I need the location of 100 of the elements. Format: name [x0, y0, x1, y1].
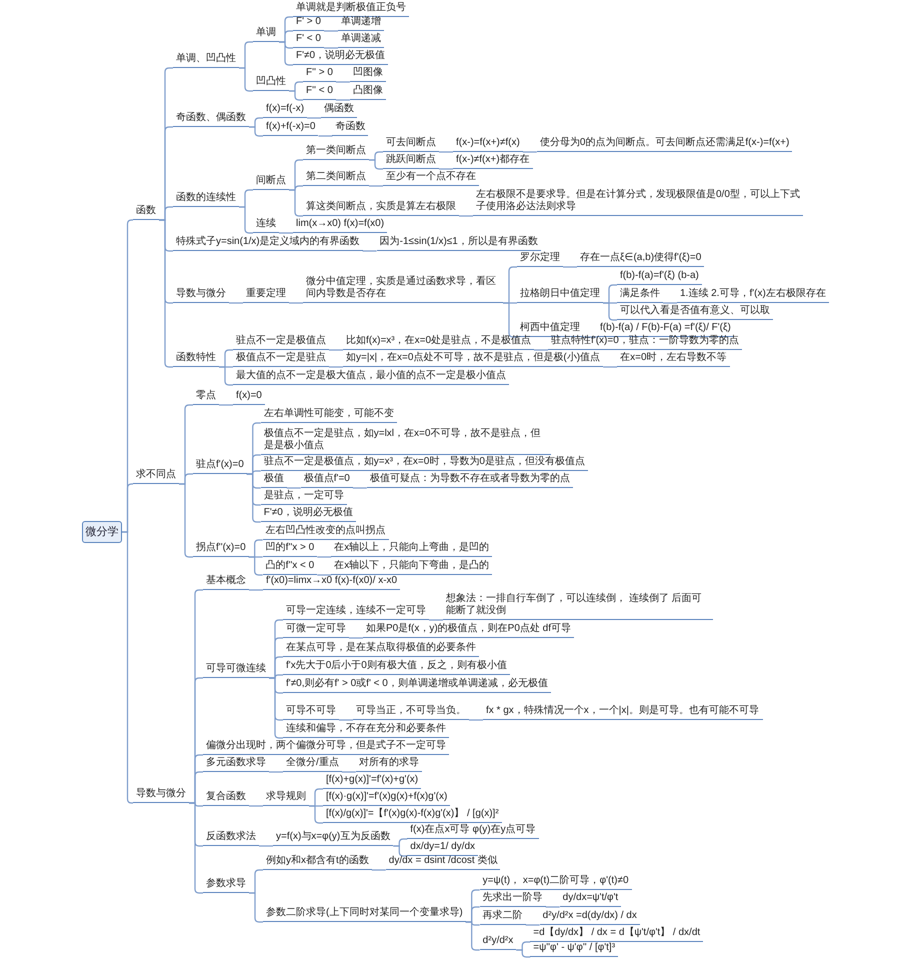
branch-connector [318, 135, 332, 137]
topic-label: 拉格朗日中值定理 [517, 288, 603, 303]
branch-connector [307, 117, 322, 119]
branch-connector [248, 556, 263, 576]
root-topic-box: 微分学 [82, 521, 122, 543]
topic-label: [f(x)·g(x)]'=f'(x)g(x)+f(x)g'(x) [323, 791, 450, 806]
branch-connector [583, 336, 597, 338]
branch-connector [249, 126, 263, 137]
topic-label: 单调递减 [338, 33, 384, 48]
topic-label: 奇函数 [332, 121, 368, 136]
topic-label: 存在一点ξ∈(a,b)使得f'(ξ)=0 [577, 252, 704, 267]
branch-connector [546, 906, 560, 908]
branch-connector [429, 619, 443, 621]
topic-label: 凸的f''x < 0 [262, 560, 318, 575]
topic-label: 单调就是判断极值正负号 [293, 2, 409, 17]
topic-label: fx * gx，特殊情况一个x，一个|x|。则是可导。也有可能不可导 [483, 705, 763, 720]
topic-label: 在某点可导，是在某点取得极值的必要条件 [283, 642, 479, 657]
branch-connector [369, 159, 383, 170]
branch-connector [372, 869, 386, 871]
topic-label: 基本概念 [203, 575, 249, 590]
topic-label: 单调递增 [338, 16, 384, 31]
topic-label: [f(x)/g(x)]'=【f'(x)g(x)-f(x)g'(x)】 / [g(x)]² [323, 808, 502, 823]
topic-label: 如果P0是f(x，y)的极值点，则在P0点处 df可导 [363, 623, 574, 638]
branch-connector [349, 637, 363, 639]
branch-connector [269, 677, 283, 739]
topic-label: 例如y和x都含有t的函数 [263, 855, 372, 870]
topic-label: f'≠0,则必有f' > 0或f' < 0，则单调递增或单调递减，必无极值 [283, 678, 551, 693]
topic-label: 至少有一个点不存在 [383, 171, 479, 186]
topic-label: 最大值的点不一定是极大值点，最小值的点不一定是极小值点 [233, 370, 509, 385]
branch-connector [466, 921, 480, 951]
topic-label: 参数求导 [203, 878, 249, 893]
branch-connector [229, 302, 243, 304]
branch-connector [439, 151, 453, 153]
topic-label: d²y/d²x =d(dy/dx) / dx [540, 910, 640, 925]
topic-label: 极值 [260, 473, 287, 488]
branch-connector [122, 531, 134, 804]
topic-label: 第二类间断点 [303, 171, 369, 186]
topic-label: f(x)=f(-x) [263, 103, 308, 118]
topic-label: 导数与微分 [133, 788, 189, 803]
topic-label: y=f(x)与x=φ(y)互为反函数 [273, 831, 394, 846]
topic-label: f'(x0)=limx→x0 f(x)-f(x0)/ x-x0 [263, 575, 400, 590]
branch-connector [603, 302, 617, 321]
topic-label: 左右极限不是要求导。但是在计算分式，发现极限值是0/0型，可以上下式子使用洛必达法则求导 [473, 189, 803, 216]
topic-label: 连续 [253, 218, 279, 233]
branch-connector [309, 805, 323, 824]
branch-connector [526, 924, 540, 926]
topic-label: F' < 0 [293, 33, 324, 48]
topic-label: 全微分/重点 [283, 757, 342, 772]
branch-connector [603, 366, 618, 368]
topic-label: 导数与微分 [173, 288, 229, 303]
topic-label: 拐点f''(x)=0 [193, 542, 249, 557]
topic-label: 函数特性 [173, 352, 219, 367]
topic-label: 单调 [253, 27, 279, 42]
topic-label: 极值点不一定是驻点，如y=lxl，在x=0不可导，故不是驻点，但是是极小值点 [260, 428, 551, 455]
topic-label: 跳跃间断点 [383, 154, 439, 169]
topic-label: 求不同点 [133, 469, 179, 484]
topic-label: 间断点 [253, 175, 289, 190]
branch-connector [534, 349, 548, 351]
branch-connector [289, 90, 303, 101]
topic-label: 因为-1≤sin(1/x)≤1，所以是有界函数 [376, 236, 541, 251]
topic-label: 可导不可导 [283, 705, 339, 720]
branch-connector [246, 473, 261, 523]
topic-label: 特殊式子y=sin(1/x)是定义域内的有界函数 [173, 236, 363, 251]
branch-connector [324, 47, 338, 49]
topic-label: =d【dy/dx】 / dx = d【ψ't/φ't】 / dx/dt [530, 927, 704, 942]
topic-label: 在x=0时，左右导数不等 [617, 352, 730, 367]
topic-label: 可去间断点 [383, 137, 439, 152]
topic-label: 连续和偏导，不存在充分和必要条件 [283, 723, 449, 738]
branch-connector [324, 30, 338, 32]
topic-label: 单调、凹凸性 [173, 53, 239, 68]
branch-connector [279, 232, 293, 234]
topic-label: 函数的连续性 [173, 192, 239, 207]
branch-connector [352, 487, 367, 489]
branch-connector [663, 302, 677, 304]
topic-label: 凹的f''x > 0 [262, 542, 318, 557]
branch-connector [459, 215, 473, 217]
branch-connector [269, 771, 283, 773]
topic-label: 比如f(x)=x³，在x=0处是驻点，不是极值点 [343, 335, 534, 350]
branch-connector [516, 949, 530, 958]
branch-connector [393, 845, 408, 857]
branch-connector [469, 719, 483, 721]
branch-connector [189, 802, 203, 894]
topic-label: f'x先大于0后小于0则有极大值，反之，则有极小值 [283, 660, 510, 675]
topic-label: f(x-)≠f(x+)都存在 [453, 154, 533, 169]
topic-label: 左右凹凸性改变的点叫拐点 [262, 525, 389, 540]
branch-connector [503, 302, 517, 338]
topic-label: 反函数求法 [203, 831, 259, 846]
topic-label: 凹凸性 [253, 76, 289, 91]
topic-label: d²y/d²x [480, 935, 516, 950]
topic-label: 1.连续 2.可导，f'(x)左右极限存在 [677, 288, 829, 303]
topic-label: 极值点f'=0 [300, 473, 353, 488]
branch-connector [239, 206, 253, 234]
topic-label: 左右单调性可能变，可能不变 [260, 408, 397, 423]
branch-connector [249, 589, 263, 591]
topic-label: 如y=|x|，在x=0点处不可导，故不是驻点，但是极(小)值点 [343, 352, 604, 367]
topic-label: dy/dx = dsint /dcost 类似 [386, 855, 500, 870]
topic-label: f(b)-f(a)=f'(ξ) (b-a) [617, 270, 702, 285]
branch-connector [239, 67, 253, 92]
branch-connector [219, 366, 233, 386]
branch-connector [329, 366, 343, 368]
